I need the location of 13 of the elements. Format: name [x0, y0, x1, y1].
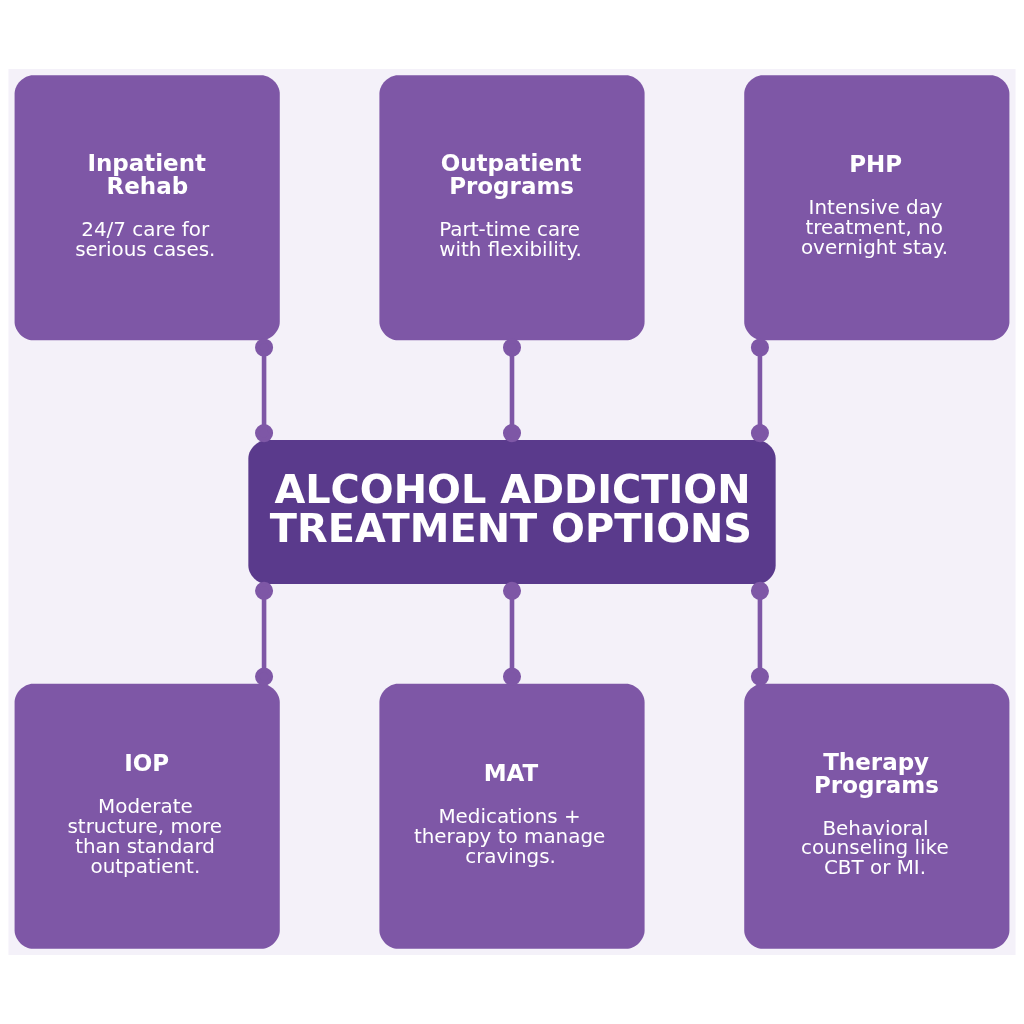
- node-box: PHP Intensive day treatment, no overnight stay.: [744, 75, 1010, 341]
- connector: [502, 338, 522, 443]
- connector: [750, 338, 769, 443]
- node-box: MAT Medications + therapy to manage cravings.: [379, 683, 645, 949]
- node-box: ALCOHOL ADDICTION TREATMENT OPTIONS: [248, 439, 776, 585]
- connector: [255, 581, 274, 686]
- connector: [502, 581, 522, 686]
- node-box: Inpatient Rehab 24/7 care for serious cases.: [14, 75, 280, 341]
- connector: [750, 581, 769, 686]
- node-box: Therapy Programs Behavioral counseling like CBT or MI.: [744, 683, 1010, 949]
- node-box: IOP Moderate structure, more than standard outpatient.: [14, 683, 280, 949]
- connector: [255, 338, 274, 443]
- node-box: Outpatient Programs Part-time care with flexibility.: [379, 75, 645, 341]
